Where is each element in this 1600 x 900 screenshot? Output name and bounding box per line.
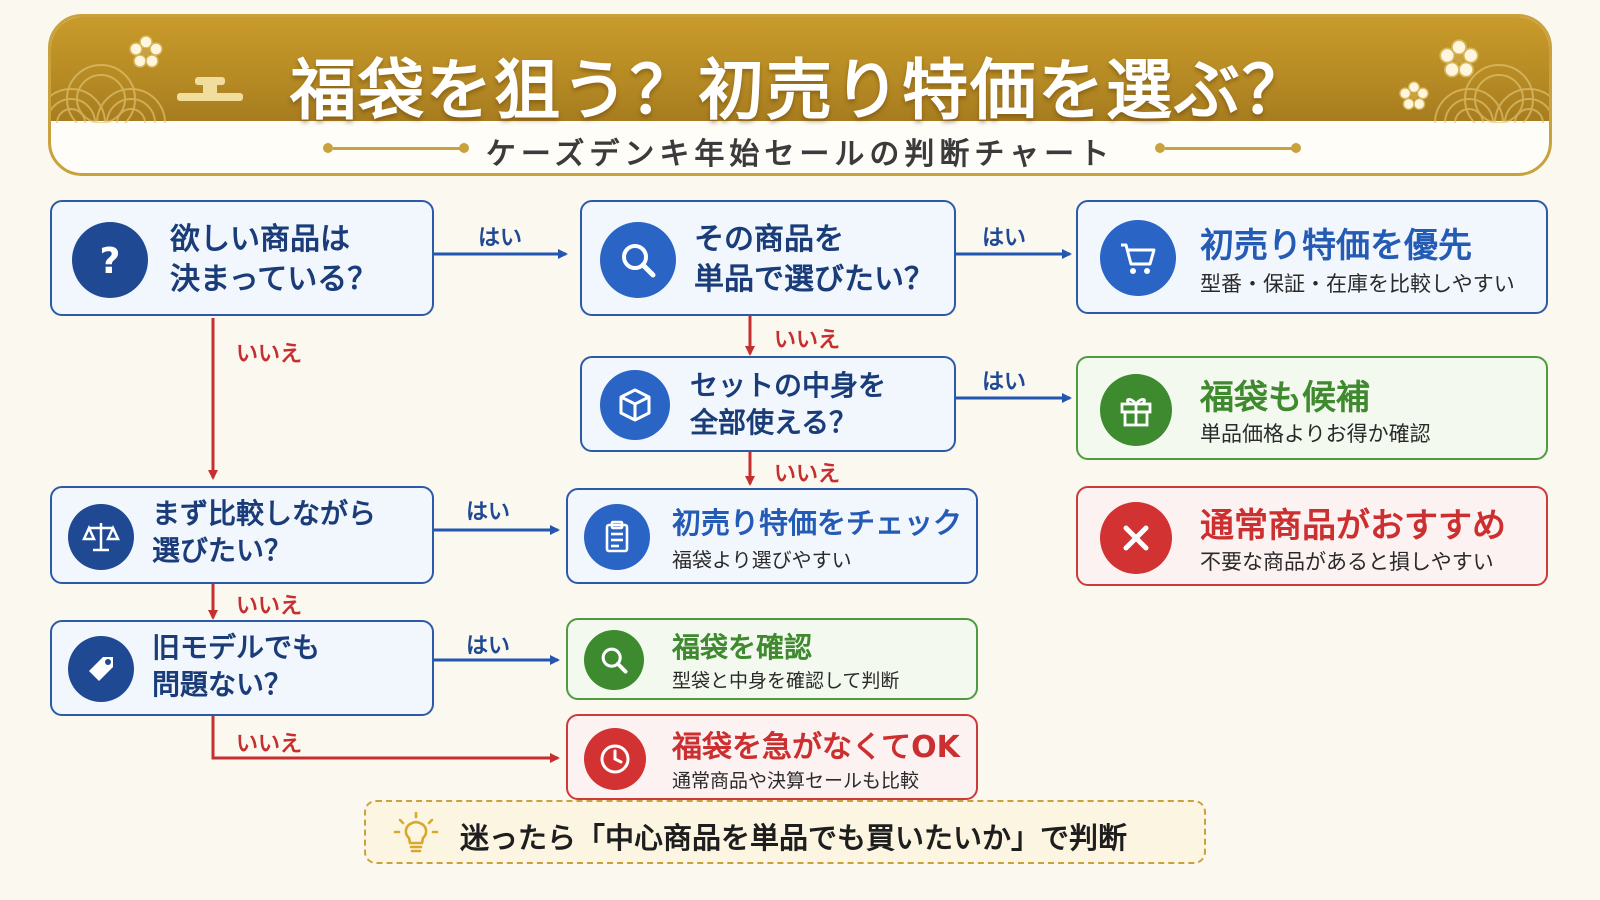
question-icon: ? xyxy=(72,222,148,298)
decorative-line xyxy=(333,147,463,150)
tip-banner: 迷ったら「中心商品を単品でも買いたいか」で判断 xyxy=(364,800,1206,864)
result-title: 福袋も候補 xyxy=(1200,378,1370,418)
question-text: 旧モデルでも問題ない？ xyxy=(152,631,321,701)
question-text: その商品を単品で選びたい？ xyxy=(694,222,934,297)
question-text: 欲しい商品は決まっている？ xyxy=(170,222,378,297)
subtitle: ケーズデンキ年始セールの判断チャート xyxy=(485,137,1115,172)
clock-icon xyxy=(584,728,646,790)
svg-text:?: ? xyxy=(100,241,121,282)
plum-blossom-icon xyxy=(1399,81,1429,110)
question-node-q1: ? 欲しい商品は決まっている？ xyxy=(50,200,434,316)
label-no: いいえ xyxy=(236,342,303,367)
decorative-line xyxy=(1165,147,1295,150)
tip-text: 迷ったら「中心商品を単品でも買いたいか」で判断 xyxy=(460,821,1128,855)
label-yes: はい xyxy=(466,500,511,525)
result-node-fukubukuro-nohurry: 福袋を急がなくてOK 通常商品や決算セールも比較 xyxy=(566,714,978,800)
close-icon xyxy=(1100,502,1172,574)
result-title: 初売り特価を優先 xyxy=(1200,226,1472,266)
decorative-dot xyxy=(459,143,469,153)
gold-bar-icon xyxy=(177,77,243,101)
label-no: いいえ xyxy=(774,462,841,487)
plum-blossom-icon xyxy=(129,35,163,68)
label-no: いいえ xyxy=(774,328,841,353)
label-yes: はい xyxy=(466,634,511,659)
result-title: 福袋を確認 xyxy=(672,631,813,664)
label-yes: はい xyxy=(982,370,1027,395)
gift-icon xyxy=(1100,374,1172,446)
decorative-dot xyxy=(323,143,333,153)
result-title: 初売り特価をチェック xyxy=(672,506,963,540)
main-title: 福袋を狙う？初売り特価を選ぶ？ xyxy=(290,52,1310,129)
label-no: いいえ xyxy=(236,732,303,757)
decorative-dot xyxy=(1155,143,1165,153)
subtitle-row: ケーズデンキ年始セールの判断チャート xyxy=(51,129,1549,172)
result-node-fukubukuro-candidate: 福袋も候補 単品価格よりお得か確認 xyxy=(1076,356,1548,460)
lightbulb-icon xyxy=(393,811,439,853)
question-node-q2: その商品を単品で選びたい？ xyxy=(580,200,956,316)
question-node-q3: セットの中身を全部使える？ xyxy=(580,356,956,452)
question-node-q5: 旧モデルでも問題ない？ xyxy=(50,620,434,716)
label-no: いいえ xyxy=(236,594,303,619)
result-title: 通常商品がおすすめ xyxy=(1200,506,1506,546)
label-yes: はい xyxy=(478,226,523,251)
box-icon xyxy=(600,370,670,440)
result-title: 福袋を急がなくてOK xyxy=(672,730,960,765)
result-description: 不要な商品があると損しやすい xyxy=(1200,550,1494,574)
header-gold-band: 福袋を狙う？初売り特価を選ぶ？ xyxy=(51,17,1549,129)
result-description: 型番・保証・在庫を比較しやすい xyxy=(1200,272,1515,296)
tag-icon xyxy=(68,636,134,702)
question-text: まず比較しながら選びたい？ xyxy=(152,497,377,567)
question-node-q4: まず比較しながら選びたい？ xyxy=(50,486,434,584)
result-node-hatsuuri-check: 初売り特価をチェック 福袋より選びやすい xyxy=(566,488,978,584)
result-description: 福袋より選びやすい xyxy=(672,548,852,572)
result-description: 単品価格よりお得か確認 xyxy=(1200,422,1431,446)
result-node-hatsuuri-priority: 初売り特価を優先 型番・保証・在庫を比較しやすい xyxy=(1076,200,1548,314)
clipboard-icon xyxy=(584,504,650,570)
arrow-no xyxy=(211,716,560,763)
plum-blossom-icon xyxy=(1439,39,1479,78)
header-banner: 福袋を狙う？初売り特価を選ぶ？ ケーズデンキ年始セールの判断チャート xyxy=(48,14,1552,176)
result-node-regular-recommended: 通常商品がおすすめ 不要な商品があると損しやすい xyxy=(1076,486,1548,586)
search-icon xyxy=(584,630,644,690)
result-description: 通常商品や決算セールも比較 xyxy=(672,770,920,792)
result-node-fukubukuro-confirm: 福袋を確認 型袋と中身を確認して判断 xyxy=(566,618,978,700)
result-description: 型袋と中身を確認して判断 xyxy=(672,670,900,692)
seigaiha-wave-icon xyxy=(51,64,166,123)
seigaiha-wave-icon xyxy=(1434,64,1549,123)
scale-icon xyxy=(68,504,134,570)
search-icon xyxy=(600,222,676,298)
decorative-dot xyxy=(1291,143,1301,153)
question-text: セットの中身を全部使える？ xyxy=(690,369,887,439)
cart-icon xyxy=(1100,220,1176,296)
label-yes: はい xyxy=(982,226,1027,251)
